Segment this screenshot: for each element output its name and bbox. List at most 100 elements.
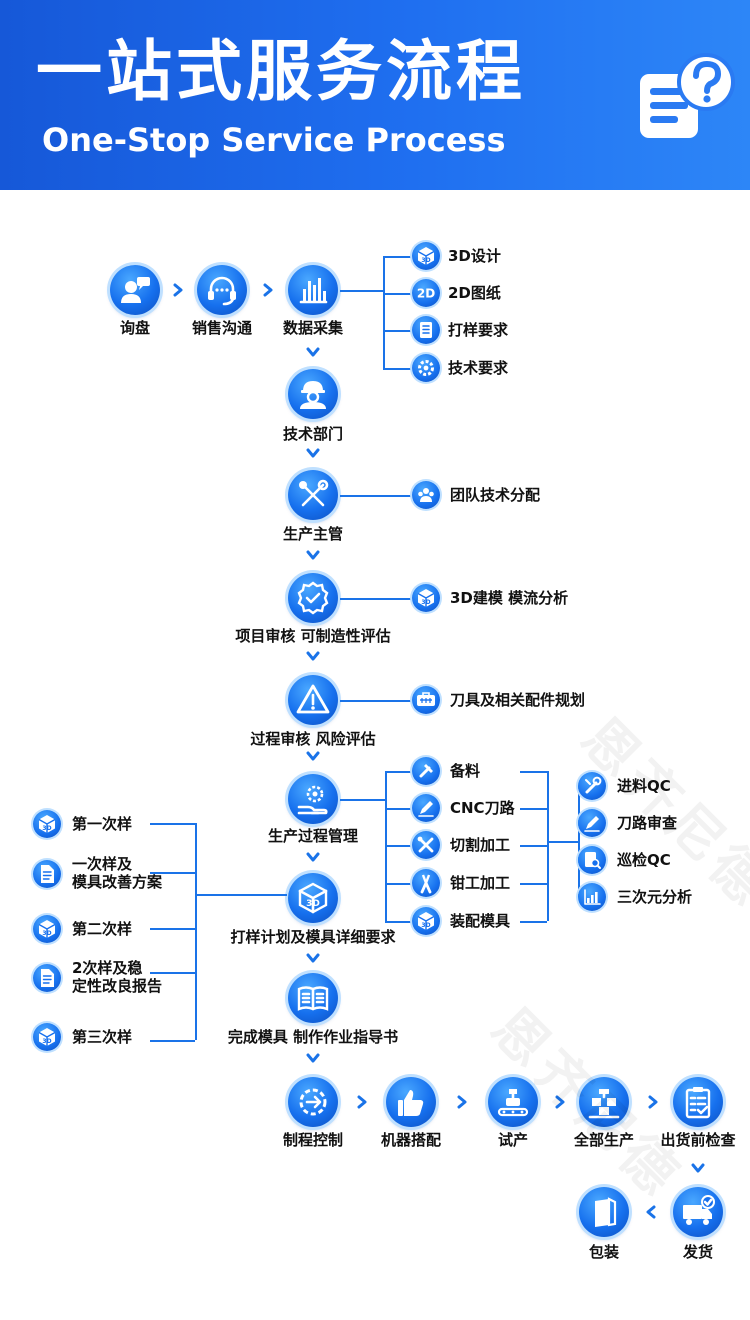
process-step-2[interactable] — [412, 794, 440, 822]
svg-text:3D: 3D — [42, 1038, 51, 1045]
node-label: 第三次样 — [72, 1028, 133, 1046]
main-step-1[interactable] — [288, 369, 338, 419]
data-branch-2[interactable]: 2D — [412, 279, 440, 307]
main-step-2[interactable] — [288, 470, 338, 520]
chevron-right-icon — [261, 283, 275, 297]
node-label: 机器搭配 — [380, 1131, 441, 1149]
node-label: 询盘 — [119, 319, 150, 337]
qc-step-3[interactable] — [578, 846, 606, 874]
connector-line — [547, 841, 578, 843]
bottom-step-1[interactable] — [288, 1077, 338, 1127]
svg-text:2D: 2D — [417, 287, 435, 301]
page-title: 一站式服务流程 — [36, 33, 526, 110]
final-step-2[interactable] — [673, 1187, 723, 1237]
top-step-1[interactable] — [110, 265, 160, 315]
top-step-2[interactable] — [197, 265, 247, 315]
process-step-1[interactable] — [412, 757, 440, 785]
connector-line — [520, 921, 547, 923]
top-step-3[interactable] — [288, 265, 338, 315]
connector-line — [150, 1040, 195, 1042]
connector-line — [383, 256, 412, 258]
node-label: 装配模具 — [450, 912, 511, 930]
data-branch-4[interactable] — [412, 354, 440, 382]
main-step-3[interactable] — [288, 573, 338, 623]
svg-text:3D: 3D — [421, 599, 430, 606]
node-label: 刀路审查 — [617, 814, 678, 832]
main-step-6[interactable]: 3D — [288, 873, 338, 923]
chevron-right-icon — [455, 1095, 469, 1109]
connector-line — [578, 786, 580, 897]
connector-line — [385, 921, 412, 923]
main-branch-2[interactable] — [412, 481, 440, 509]
connector-line — [150, 928, 195, 930]
connector-line — [340, 799, 385, 801]
page-subtitle: One-Stop Service Process — [42, 121, 506, 159]
node-label: 打样要求 — [448, 321, 509, 339]
connector-line — [195, 894, 287, 896]
process-step-3[interactable] — [412, 831, 440, 859]
chevron-down-icon — [306, 850, 320, 864]
svg-text:3D: 3D — [306, 899, 320, 909]
bottom-step-2[interactable] — [386, 1077, 436, 1127]
sample-3[interactable]: 3D — [33, 915, 61, 943]
data-branch-1[interactable]: 3D — [412, 242, 440, 270]
node-label: 三次元分析 — [617, 888, 693, 906]
node-label: 2次样及稳 定性改良报告 — [72, 959, 163, 995]
node-label: 包装 — [588, 1243, 619, 1261]
chevron-right-icon — [355, 1095, 369, 1109]
svg-text:3D: 3D — [421, 922, 430, 929]
node-label: 制程控制 — [282, 1131, 343, 1149]
main-step-5[interactable] — [288, 774, 338, 824]
node-label: 一次样及 模具改善方案 — [72, 855, 163, 891]
node-label: 刀具及相关配件规划 — [450, 691, 586, 709]
process-step-4[interactable] — [412, 869, 440, 897]
main-step-7[interactable] — [288, 973, 338, 1023]
final-step-1[interactable] — [579, 1187, 629, 1237]
node-label: 2D图纸 — [448, 284, 501, 302]
node-label: 发货 — [682, 1243, 713, 1261]
chevron-down-icon — [306, 951, 320, 965]
chevron-down-icon — [306, 749, 320, 763]
connector-line — [547, 771, 549, 921]
svg-text:3D: 3D — [421, 257, 430, 264]
qc-step-4[interactable] — [578, 883, 606, 911]
chevron-right-icon — [553, 1095, 567, 1109]
chevron-down-icon — [306, 345, 320, 359]
node-label: 钳工加工 — [450, 874, 511, 892]
connector-line — [385, 883, 412, 885]
node-label: 巡检QC — [617, 851, 671, 869]
main-step-4[interactable] — [288, 675, 338, 725]
connector-line — [520, 845, 547, 847]
bottom-step-4[interactable] — [579, 1077, 629, 1127]
connector-line — [340, 598, 412, 600]
node-label: 过程审核 风险评估 — [250, 730, 376, 748]
node-label: 销售沟通 — [191, 319, 252, 337]
connector-line — [195, 823, 197, 1040]
node-label: 备料 — [450, 762, 481, 780]
qc-step-1[interactable] — [578, 772, 606, 800]
node-label: 第一次样 — [72, 815, 133, 833]
document-question-icon — [636, 52, 736, 144]
chevron-down-icon — [306, 446, 320, 460]
node-label: 3D建模 模流分析 — [450, 589, 569, 607]
bottom-step-5[interactable] — [673, 1077, 723, 1127]
connector-line — [520, 808, 547, 810]
main-branch-4[interactable] — [412, 686, 440, 714]
data-branch-3[interactable] — [412, 316, 440, 344]
connector-line — [385, 845, 412, 847]
connector-line — [383, 368, 412, 370]
chevron-down-icon — [691, 1161, 705, 1175]
sample-2[interactable] — [33, 860, 61, 888]
sample-4[interactable] — [33, 964, 61, 992]
process-step-5[interactable]: 3D — [412, 907, 440, 935]
sample-5[interactable]: 3D — [33, 1023, 61, 1051]
sample-1[interactable]: 3D — [33, 810, 61, 838]
qc-step-2[interactable] — [578, 809, 606, 837]
svg-text:3D: 3D — [42, 930, 51, 937]
main-branch-3[interactable]: 3D — [412, 584, 440, 612]
node-label: 出货前检查 — [660, 1131, 736, 1149]
node-label: 生产过程管理 — [267, 827, 358, 845]
bottom-step-3[interactable] — [488, 1077, 538, 1127]
node-label: 项目审核 可制造性评估 — [235, 627, 391, 645]
